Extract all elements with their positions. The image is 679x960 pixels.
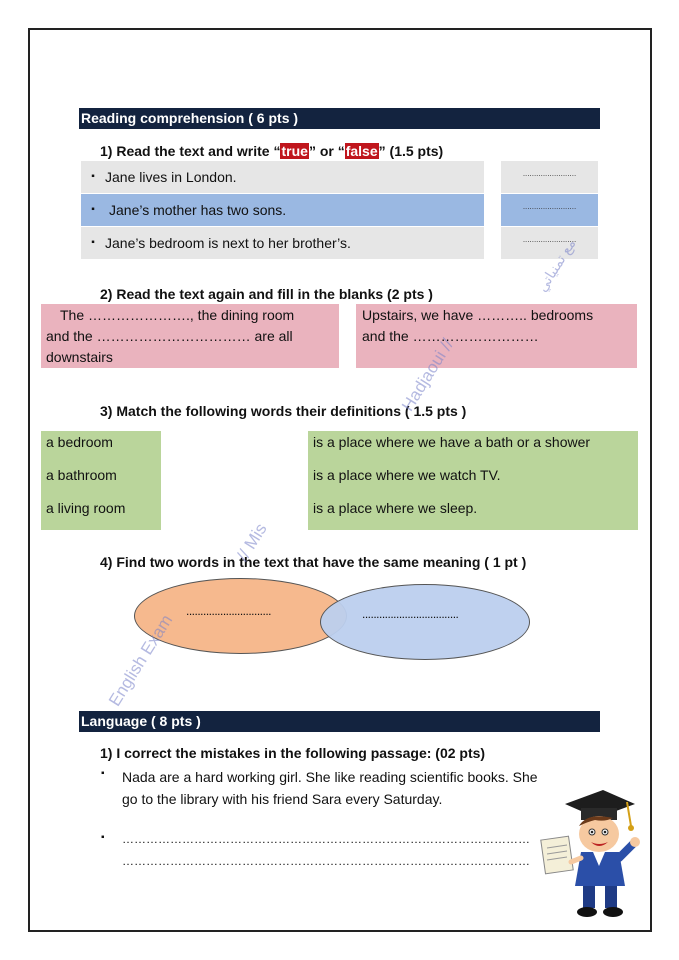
match-definition[interactable]: is a place where we sleep. bbox=[313, 500, 478, 516]
answer-dots: ........................ bbox=[522, 202, 577, 211]
statement-text: Jane’s bedroom is next to her brother’s. bbox=[105, 235, 351, 251]
blank-line: downstairs bbox=[46, 349, 113, 365]
language-question-1-title: 1) I correct the mistakes in the followi… bbox=[100, 745, 486, 761]
q1-title-part: 1) Read the text and write “ bbox=[100, 143, 281, 159]
statement-row: ▪ Jane’s bedroom is next to her brother’s… bbox=[81, 227, 484, 259]
bullet-icon: ▪ bbox=[101, 832, 105, 843]
words-box: a bedroom a bathroom a living room bbox=[41, 431, 161, 530]
answer-box[interactable]: ........................ bbox=[501, 161, 598, 193]
definitions-box: is a place where we have a bath or a sho… bbox=[308, 431, 638, 530]
passage-line: Nada are a hard working girl. She like r… bbox=[122, 769, 538, 785]
answer-lines[interactable]: ………………………………………………………………………………………… ……………… bbox=[122, 828, 542, 872]
true-highlight: true bbox=[280, 143, 309, 159]
question-1-title: 1) Read the text and write “true” or “fa… bbox=[100, 143, 443, 159]
answer-dots: ........................ bbox=[522, 235, 577, 244]
fill-blank-box-right[interactable]: Upstairs, we have ……….. bedrooms and the… bbox=[356, 304, 637, 368]
statement-text: Jane’s mother has two sons. bbox=[109, 202, 287, 218]
q1-title-part: ” or “ bbox=[308, 143, 345, 159]
answer-line: ………………………………………………………………………………………… bbox=[122, 854, 530, 868]
blank-line: The …………………., the dining room bbox=[60, 307, 295, 323]
bullet-icon: ▪ bbox=[91, 204, 95, 215]
passage-line: go to the library with his friend Sara e… bbox=[122, 791, 443, 807]
reading-section-header: Reading comprehension ( 6 pts ) bbox=[79, 108, 600, 129]
answer-dots: ........................ bbox=[522, 169, 577, 178]
statement-row: ▪ Jane’s mother has two sons. bbox=[81, 194, 484, 226]
question-4-title: 4) Find two words in the text that have … bbox=[100, 554, 527, 570]
false-highlight: false bbox=[344, 143, 379, 159]
q1-title-part: ” (1.5 pts) bbox=[378, 143, 444, 159]
bullet-icon: ▪ bbox=[91, 237, 95, 248]
ellipse-left-dots: .............................. bbox=[186, 604, 272, 618]
question-2-title: 2) Read the text again and fill in the b… bbox=[100, 286, 433, 302]
question-3-title: 3) Match the following words their defin… bbox=[100, 403, 467, 419]
graduate-boy-illustration bbox=[540, 790, 640, 917]
statement-row: ▪ Jane lives in London. bbox=[81, 161, 484, 193]
match-word[interactable]: a bathroom bbox=[46, 467, 117, 483]
passage-text: Nada are a hard working girl. She like r… bbox=[122, 766, 538, 810]
page-border bbox=[28, 28, 652, 932]
language-section-header: Language ( 8 pts ) bbox=[79, 711, 600, 732]
answer-box[interactable]: ........................ bbox=[501, 227, 598, 259]
answer-line: ………………………………………………………………………………………… bbox=[122, 832, 530, 846]
statement-text: Jane lives in London. bbox=[105, 169, 237, 185]
bullet-icon: ▪ bbox=[91, 171, 95, 182]
blank-line: and the …………………………… are all bbox=[46, 328, 293, 344]
match-definition[interactable]: is a place where we watch TV. bbox=[313, 467, 501, 483]
bullet-icon: ▪ bbox=[101, 768, 105, 779]
blank-line: and the ……………………… bbox=[362, 328, 539, 344]
match-word[interactable]: a living room bbox=[46, 500, 126, 516]
match-word[interactable]: a bedroom bbox=[46, 434, 113, 450]
reading-header-text: Reading comprehension ( 6 pts ) bbox=[81, 110, 299, 126]
ellipse-right-dots: .................................. bbox=[362, 607, 459, 621]
fill-blank-box-left[interactable]: The …………………., the dining room and the ……… bbox=[41, 304, 339, 368]
answer-box[interactable]: ........................ bbox=[501, 194, 598, 226]
match-definition[interactable]: is a place where we have a bath or a sho… bbox=[313, 434, 591, 450]
left-ellipse[interactable] bbox=[134, 578, 347, 654]
blank-line: Upstairs, we have ……….. bedrooms bbox=[362, 307, 594, 323]
language-header-text: Language ( 8 pts ) bbox=[81, 713, 201, 729]
right-ellipse[interactable] bbox=[320, 584, 530, 660]
